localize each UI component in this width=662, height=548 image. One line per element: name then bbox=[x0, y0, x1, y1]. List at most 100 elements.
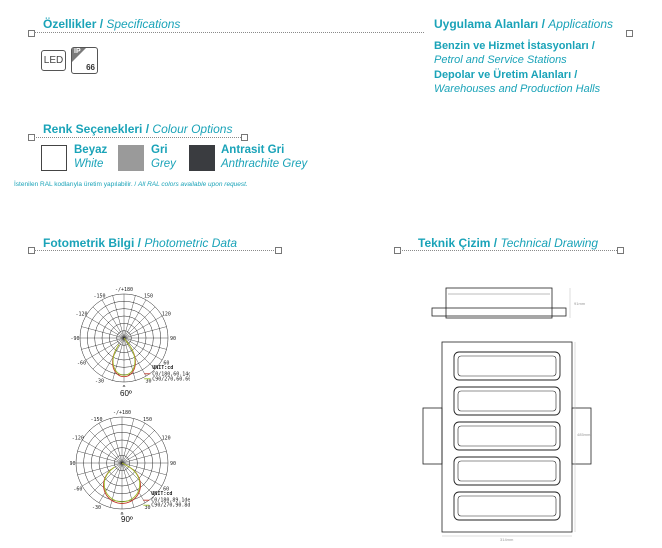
led-icon: LED bbox=[41, 50, 66, 71]
polar-angle-label: -/+180 bbox=[113, 410, 131, 416]
led-module bbox=[453, 351, 561, 381]
technical-drawing: 91mm 485mm 314mm bbox=[422, 287, 592, 542]
application-item-tr: Depolar ve Üretim Alanları / bbox=[434, 69, 578, 81]
polar-angle-label: -60 bbox=[73, 487, 82, 493]
specs-title-en: Specifications bbox=[106, 17, 181, 31]
polar-angle-label: -150 bbox=[90, 417, 102, 423]
swatch-white-en: White bbox=[74, 158, 104, 170]
polar-spoke bbox=[121, 430, 155, 464]
application-item-tr: Benzin ve Hizmet İstasyonları / bbox=[434, 40, 595, 52]
led-module bbox=[453, 491, 561, 521]
legend-entry: C0/180,60.14deg bbox=[152, 371, 190, 377]
polar-spoke bbox=[121, 418, 135, 464]
polar-spoke bbox=[121, 462, 155, 496]
beam-curve-c90 bbox=[103, 462, 141, 503]
ip-corner-shape bbox=[72, 48, 86, 62]
polar-spoke bbox=[85, 337, 125, 361]
legend-entry: C90/270,60.60deg bbox=[152, 376, 190, 382]
divider-line bbox=[34, 250, 274, 251]
polar-angle-label: -60 bbox=[77, 361, 86, 367]
polar-spoke bbox=[121, 462, 167, 476]
polar-spoke bbox=[109, 418, 123, 464]
polar-spoke bbox=[121, 423, 146, 464]
polar-spoke bbox=[121, 439, 162, 464]
front-view: 485mm 314mm bbox=[422, 341, 592, 542]
led-module bbox=[453, 421, 561, 451]
beam-curve-c90 bbox=[112, 337, 136, 376]
polar-angle-label: 120 bbox=[162, 436, 171, 442]
polar-angle-label: 150 bbox=[143, 417, 152, 423]
polar-spoke bbox=[123, 326, 167, 339]
polar-spoke bbox=[98, 423, 123, 464]
polar-spoke bbox=[123, 337, 163, 361]
ip-rating: 66 bbox=[86, 63, 95, 72]
divider-line bbox=[400, 250, 617, 251]
photometric-title-tr: Fotometrik Bilgi / bbox=[43, 236, 142, 250]
applications-title-en: Applications bbox=[548, 17, 613, 31]
left-bracket bbox=[422, 407, 443, 465]
polar-spoke bbox=[82, 462, 123, 487]
polar-angle-label: 120 bbox=[162, 312, 171, 318]
led-module-inner bbox=[457, 460, 557, 482]
polar-angle-label: -120 bbox=[72, 436, 84, 442]
polar-spoke bbox=[92, 337, 125, 370]
specs-title: Özellikler / Specifications bbox=[43, 17, 180, 31]
colours-title-en: Colour Options bbox=[152, 122, 233, 136]
led-module bbox=[453, 456, 561, 486]
polar-spoke bbox=[123, 295, 136, 339]
side-view-body bbox=[445, 287, 553, 319]
application-item-en: Warehouses and Production Halls bbox=[434, 83, 601, 95]
swatch-grey-en: Grey bbox=[151, 158, 176, 170]
colours-title-tr: Renk Seçenekleri / bbox=[43, 122, 150, 136]
polar-diagram-90: -150-/+180150-120120-9090-6060-30030UNIT… bbox=[70, 410, 190, 515]
application-item-en: Petrol and Service Stations bbox=[434, 54, 567, 66]
polar-spoke bbox=[121, 462, 146, 503]
dim-width: 314mm bbox=[500, 537, 514, 542]
beam-curve-c0 bbox=[103, 462, 141, 504]
marker-square bbox=[28, 30, 35, 37]
polar-spoke bbox=[89, 462, 123, 496]
polar-angle-label: 30 bbox=[145, 378, 151, 384]
polar-spoke bbox=[77, 462, 123, 476]
dim-length: 485mm bbox=[577, 432, 591, 437]
polar-spoke bbox=[82, 439, 123, 464]
photometric-title-en: Photometric Data bbox=[144, 236, 238, 250]
dim-height: 91mm bbox=[574, 301, 586, 306]
polar-angle-label: -90 bbox=[70, 461, 76, 467]
polar-spoke bbox=[101, 299, 125, 339]
marker-square bbox=[626, 30, 633, 37]
polar-caption-60: 60º bbox=[120, 389, 132, 398]
specs-title-tr: Özellikler / bbox=[43, 17, 104, 31]
legend-entry: C90/270,90.8deg bbox=[151, 503, 190, 509]
polar-angle-label: 30 bbox=[144, 505, 150, 511]
swatch-anthracite-name: Antrasit Gri bbox=[221, 144, 285, 156]
swatch-grey-name: Gri bbox=[151, 144, 168, 156]
divider-line bbox=[34, 137, 241, 138]
polar-spoke bbox=[121, 450, 167, 464]
polar-spoke bbox=[81, 326, 125, 339]
led-module-inner bbox=[457, 425, 557, 447]
polar-angle-label: 0 bbox=[122, 385, 125, 387]
polar-angle-label: -120 bbox=[76, 312, 88, 318]
polar-diagram-60: -150-/+180150-120120-9090-6060-30030UNIT… bbox=[70, 287, 190, 387]
polar-angle-label: -/+180 bbox=[115, 287, 133, 293]
front-view-body bbox=[441, 341, 573, 533]
legend-entry: C0/180,89.1deg bbox=[151, 498, 190, 504]
polar-angle-label: 150 bbox=[144, 294, 153, 300]
ip66-icon: IP 66 bbox=[71, 47, 98, 74]
polar-spoke bbox=[123, 306, 156, 339]
polar-angle-label: 0 bbox=[120, 512, 123, 515]
photometric-title: Fotometrik Bilgi / Photometric Data bbox=[43, 236, 237, 250]
polar-spoke bbox=[98, 462, 123, 503]
right-bracket bbox=[571, 407, 592, 465]
technical-title-en: Technical Drawing bbox=[500, 236, 599, 250]
led-module bbox=[453, 386, 561, 416]
swatch-anthracite bbox=[189, 145, 215, 171]
polar-spoke bbox=[123, 315, 163, 339]
colours-title: Renk Seçenekleri / Colour Options bbox=[43, 122, 232, 136]
marker-square bbox=[617, 247, 624, 254]
technical-title-tr: Teknik Çizim / bbox=[418, 236, 498, 250]
polar-unit-label: UNIT:cd bbox=[151, 491, 172, 497]
polar-spoke bbox=[123, 299, 147, 339]
polar-spoke bbox=[109, 462, 123, 508]
